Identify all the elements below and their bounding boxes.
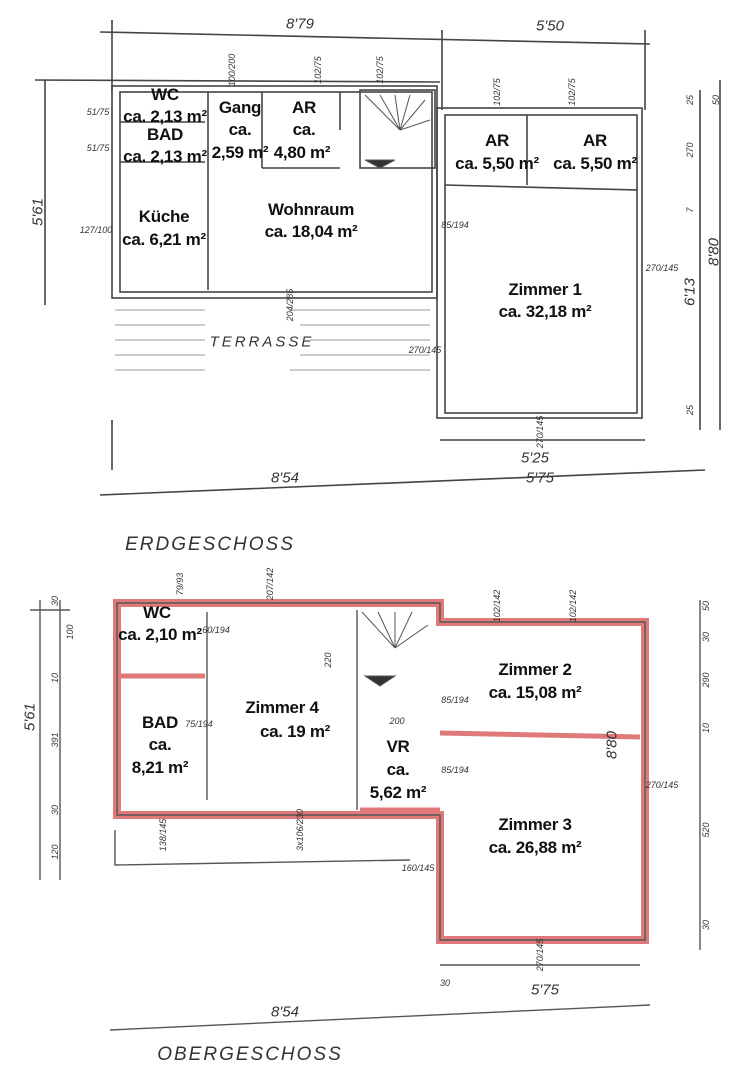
small-dim: 30 [50,595,60,607]
room-area-wc-og: ca. 2,10 m² [118,625,202,644]
room-ca-gang: ca. [228,120,252,139]
room-area-ar-2: ca. 5,50 m² [455,154,539,173]
dim-eg-0: 8'79 [286,15,314,33]
small-dim: 30 [701,919,711,931]
small-dim: 100/200 [227,53,237,87]
room-name-ar-1: AR [292,98,316,117]
dim-og-0: 5'61 [21,703,39,731]
dim-eg-1: 5'50 [536,17,564,35]
room-area-wohnraum: ca. 18,04 m² [264,222,358,241]
staircases [361,94,431,687]
floor-title-obergeschoss: OBERGESCHOSS [157,1044,343,1065]
small-dim: 138/145 [158,818,168,852]
small-dim: 85/194 [441,695,469,705]
small-dim: 102/75 [375,56,385,84]
room-area-bad-eg: ca. 2,13 m² [123,147,207,166]
small-dim: 102/75 [567,78,577,106]
room-area-zimmer-3: ca. 26,88 m² [488,838,582,857]
small-dim: 120 [50,844,60,860]
small-dim: 25 [685,94,695,106]
small-dim: 270/145 [535,938,545,972]
small-dim: 51/75 [86,107,110,117]
room-name-bad-eg: BAD [147,125,183,144]
room-area-gang: 2,59 m² [211,143,269,162]
terrasse-stone-pattern [115,309,430,371]
dim-og-2: 8'54 [271,1003,299,1021]
small-dim: 270/145 [535,415,545,449]
small-dim: 102/142 [568,589,578,623]
small-dim: 60/194 [202,625,230,635]
small-dim: 25 [685,404,695,416]
room-name-vr: VR [386,737,410,756]
room-name-ar-2: AR [485,131,509,150]
small-dim: 102/142 [492,589,502,623]
room-name-kueche: Küche [138,207,190,226]
small-dim: 51/75 [86,143,110,153]
small-dim: 85/194 [441,765,469,775]
small-dim: 30 [701,631,711,643]
small-dim: 75/194 [185,719,213,729]
floor-title-erdgeschoss: ERDGESCHOSS [125,534,295,555]
room-name-ar-3: AR [583,131,607,150]
room-area-kueche: ca. 6,21 m² [122,230,206,249]
small-dim: 3x106/230 [295,808,305,852]
obergeschoss-walls [113,599,649,944]
room-area-zimmer-2: ca. 15,08 m² [488,683,582,702]
small-dim: 50 [711,94,721,106]
small-dim: 102/75 [313,56,323,84]
room-area-bad-og: 8,21 m² [131,758,189,777]
small-dim: 100 [65,624,75,640]
dim-og-1: 8'80 [603,731,621,759]
room-ca-bad-og: ca. [148,735,172,754]
room-name-wohnraum: Wohnraum [267,200,355,219]
room-area-vr: 5,62 m² [369,783,427,802]
small-dim: 270 [685,142,695,158]
room-area-zimmer-1: ca. 32,18 m² [498,302,592,321]
dim-eg-5: 5'25 [521,449,549,467]
small-dim: 50 [701,600,711,612]
small-dim: 290 [701,672,711,688]
room-name-wc-og: WC [143,603,171,622]
room-area-ar-1: 4,80 m² [273,143,331,162]
small-dim: 10 [50,672,60,684]
room-area-ar-3: ca. 5,50 m² [553,154,637,173]
small-dim: 270/145 [408,345,442,355]
dim-eg-7: 6'13 [681,278,699,306]
room-ca-vr: ca. [386,760,410,779]
small-dim: 102/75 [492,78,502,106]
dim-og-3: 5'75 [531,981,559,999]
erdgeschoss-walls [34,20,721,496]
room-area-zimmer-4: ca. 19 m² [259,722,331,741]
room-name-zimmer-4: Zimmer 4 [245,698,319,717]
terrace-label: TERRASSE [209,333,315,351]
room-area-wc-eg: ca. 2,13 m² [123,107,207,126]
dim-eg-2: 5'61 [29,198,47,226]
dim-eg-6: 5'75 [526,469,554,487]
small-dim: 127/100 [79,225,113,235]
small-dim: 7 [685,207,695,213]
small-dim: 270/145 [645,263,679,273]
small-dim: 200 [389,716,405,726]
room-name-bad-og: BAD [142,713,178,732]
small-dim: 79/93 [175,572,185,596]
small-dim: 520 [701,822,711,838]
room-ca-ar-1: ca. [292,120,316,139]
small-dim: 220 [323,652,333,668]
small-dim: 30 [50,804,60,816]
small-dim: 10 [701,722,711,734]
room-name-zimmer-1: Zimmer 1 [508,280,582,299]
small-dim: 30 [439,978,451,988]
room-name-wc-eg: WC [151,85,179,104]
small-dim: 207/142 [265,567,275,601]
small-dim: 160/145 [401,863,435,873]
small-dim: 204/285 [285,288,295,322]
dim-eg-4: 8'54 [271,469,299,487]
room-name-zimmer-2: Zimmer 2 [498,660,572,679]
dim-eg-3: 8'80 [705,238,723,266]
room-name-zimmer-3: Zimmer 3 [498,815,572,834]
room-name-gang: Gang [218,98,262,117]
small-dim: 85/194 [441,220,469,230]
small-dim: 391 [50,732,60,748]
small-dim: 270/145 [645,780,679,790]
